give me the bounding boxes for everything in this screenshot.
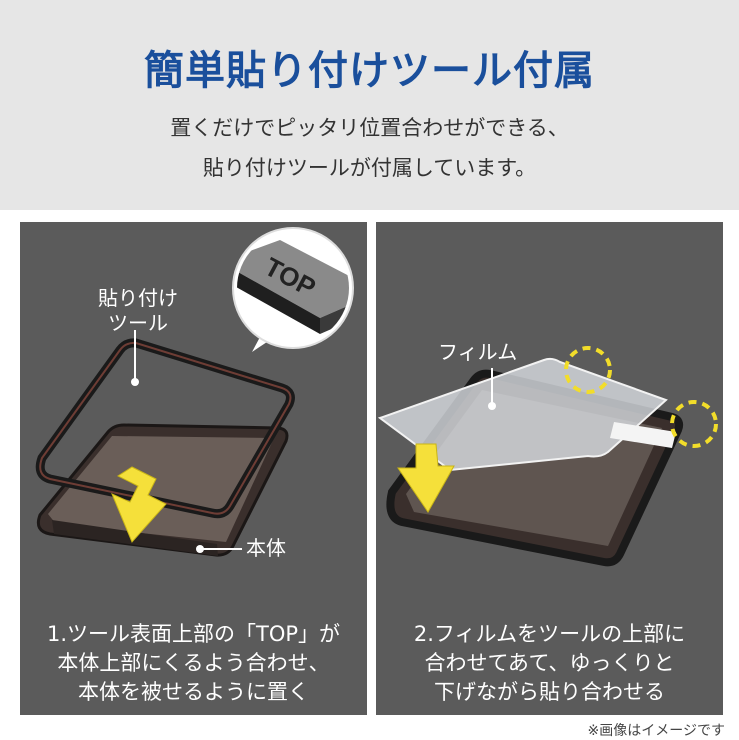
step-2-illustration (377, 346, 718, 567)
step-1-panel: TOP 貼り付け ツール 本体 1.ツール表面上部の「TOP」が 本体上部にくる… (20, 222, 367, 715)
top-zoom-callout: TOP (232, 227, 354, 352)
step-1-caption-line-2: 本体上部にくるよう合わせ、 (57, 651, 330, 675)
subtitle-line-1: 置くだけでピッタリ位置合わせができる、 (170, 116, 569, 140)
header-banner: 簡単貼り付けツール付属 置くだけでピッタリ位置合わせができる、 貼り付けツールが… (0, 0, 739, 210)
page-title: 簡単貼り付けツール付属 (144, 48, 595, 94)
corner-highlight-top (564, 346, 612, 394)
subtitle-line-2: 貼り付けツールが付属しています。 (202, 156, 537, 180)
down-arrow-icon (111, 466, 167, 543)
tool-frame-illustration (35, 338, 295, 519)
step-1-caption-line-3: 本体を被せるように置く (78, 680, 309, 704)
step-2-caption-line-2: 合わせてあて、ゆっくりと (424, 651, 675, 675)
body-label: 本体 (246, 536, 286, 560)
film-sheet-illustration (377, 357, 676, 472)
step-1-caption: 1.ツール表面上部の「TOP」が 本体上部にくるよう合わせ、 本体を被せるように… (20, 620, 367, 707)
image-disclaimer: ※画像はイメージです (587, 723, 725, 739)
step-1-illustration: TOP (35, 227, 354, 557)
tool-label-line-1: 貼り付け (98, 286, 178, 310)
step-2-caption: 2.フィルムをツールの上部に 合わせてあて、ゆっくりと 下げながら貼り合わせる (376, 620, 723, 707)
step-2-caption-line-1: 2.フィルムをツールの上部に (413, 622, 686, 646)
film-label: フィルム (438, 340, 518, 364)
tool-label: 貼り付け ツール (98, 286, 178, 336)
tool-label-line-2: ツール (108, 311, 168, 335)
step-2-caption-line-3: 下げながら貼り合わせる (434, 680, 665, 704)
step-1-caption-line-1: 1.ツール表面上部の「TOP」が (46, 622, 341, 646)
down-arrow-icon (397, 443, 455, 513)
corner-highlight-right (670, 400, 718, 448)
step-2-panel: フィルム 2.フィルムをツールの上部に 合わせてあて、ゆっくりと 下げながら貼り… (376, 222, 723, 715)
